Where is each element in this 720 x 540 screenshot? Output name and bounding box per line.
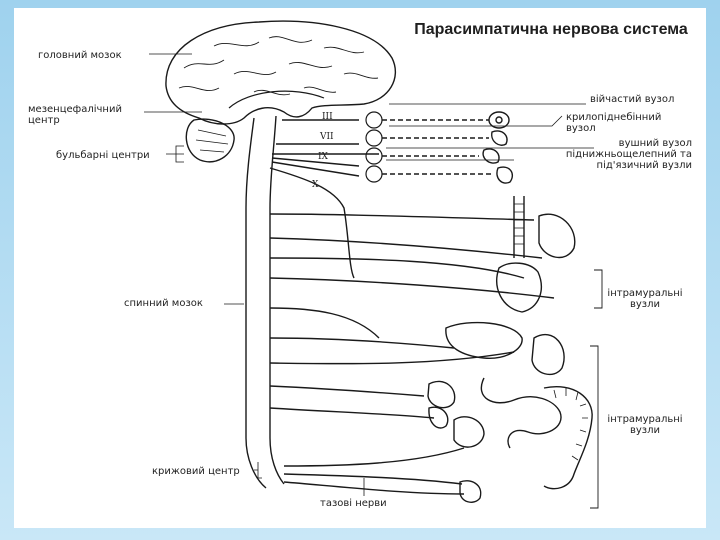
heart <box>496 262 542 313</box>
otic-ganglion-node <box>365 147 383 165</box>
label-ciliary-ganglion: війчастий вузол <box>590 94 675 105</box>
spinal-cord-left <box>245 117 267 489</box>
label-spinal-cord: спинний мозок <box>124 298 203 309</box>
kidney <box>428 406 449 429</box>
small-intestine <box>480 377 562 449</box>
label-intramural-lower: інтрамуральні вузли <box>607 414 683 436</box>
nerve-x-label: X <box>312 180 319 190</box>
corpus-callosum <box>228 90 325 109</box>
nerve-ix-label: IX <box>318 152 328 162</box>
nerve-iii-label: III <box>322 112 333 122</box>
label-submandibular-ganglia: піднижньощелепний та під'язичний вузли <box>565 149 692 171</box>
stomach <box>531 333 565 376</box>
lacrimal-gland <box>491 130 508 146</box>
brain-outline <box>165 20 397 125</box>
liver <box>445 321 523 359</box>
slide: Парасимпатична нервова система головний … <box>14 8 706 528</box>
intramural-bracket-lower <box>590 345 599 509</box>
ciliary-ganglion-node <box>365 111 383 129</box>
intramural-bracket-upper <box>594 269 603 309</box>
spinal-cord-right <box>269 115 285 485</box>
pterygopalatine-ganglion-node <box>365 129 383 147</box>
bladder <box>453 416 485 448</box>
cranial-nerves <box>269 119 379 279</box>
eye <box>488 111 510 129</box>
label-otic-and-submandibular: вушний вузол піднижньощелепний та під'яз… <box>516 138 692 171</box>
adrenal <box>427 380 456 409</box>
label-pterygopalatine-ganglion: крилопіднебінний вузол <box>566 112 662 134</box>
vagus-branches <box>269 213 555 339</box>
label-mesencephalic-center: мезенцефалічний центр <box>28 104 122 126</box>
cerebellum <box>185 118 235 163</box>
postganglionic-fibers <box>382 119 494 175</box>
parasympathetic-diagram <box>144 20 603 509</box>
brain-gyri <box>178 36 379 96</box>
ganglia <box>365 111 383 183</box>
parotid-gland <box>482 148 500 164</box>
nerve-vii-label: VII <box>320 132 334 142</box>
label-sacral-center: крижовий центр <box>152 466 240 477</box>
uterus <box>459 480 482 503</box>
trachea <box>513 196 525 258</box>
label-intramural-upper: інтрамуральні вузли <box>607 288 683 310</box>
slide-title: Парасимпатична нервова система <box>414 21 688 38</box>
leader-lines <box>144 53 594 479</box>
submandibular-ganglion-node <box>365 165 383 183</box>
thyroid <box>538 213 576 259</box>
label-pelvic-nerves: тазові нерви <box>320 498 387 509</box>
label-otic-ganglion: вушний вузол <box>618 138 692 149</box>
salivary-glands <box>496 166 514 184</box>
label-bulbar-centers: бульбарні центри <box>56 150 150 161</box>
label-brain: головний мозок <box>38 50 122 61</box>
